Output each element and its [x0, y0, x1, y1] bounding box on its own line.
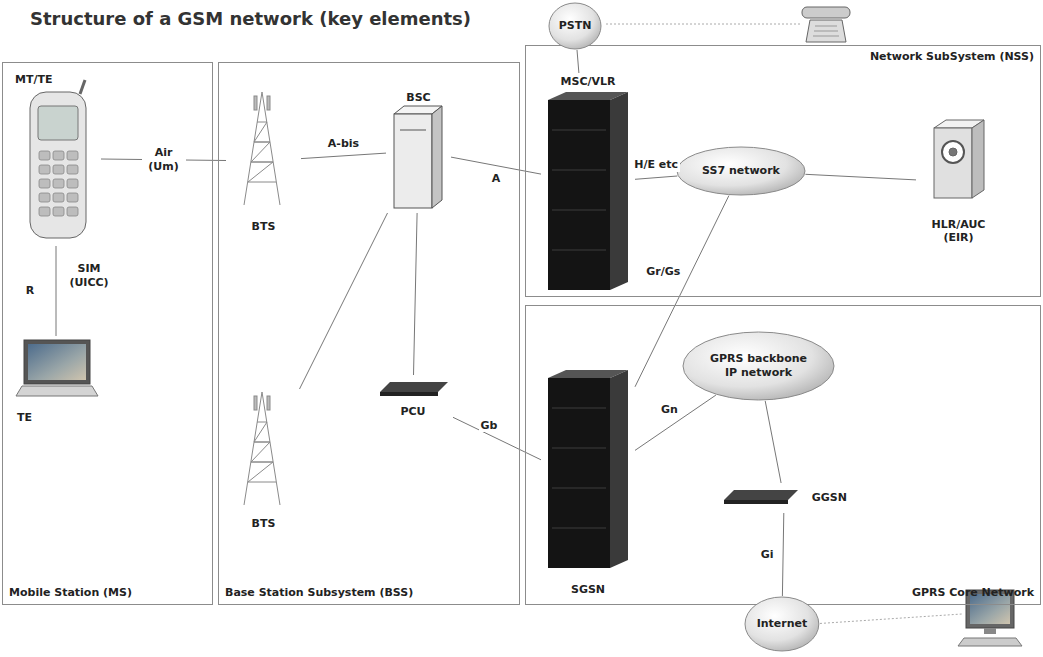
mobile-terminal: MT/TE [11, 71, 101, 246]
node-label: Internet [757, 617, 808, 631]
interface-label: A-bis [326, 137, 361, 151]
interface-label: Gi [759, 548, 776, 562]
leader-line [812, 614, 962, 624]
ellipse-shape [549, 3, 601, 49]
subsystem-band: Mobile Station (MS) MT/TE TE [2, 62, 213, 605]
terminal-equipment: TE [11, 336, 101, 429]
node-label: GPRS backbone IP network [704, 352, 814, 380]
node-label: Mobile Station (MS) [9, 586, 132, 600]
interface-label: Air (Um) [142, 146, 186, 174]
node-label: SS7 network [702, 164, 780, 178]
gateway-node: GGSN [719, 483, 849, 513]
subsystem-band: Network SubSystem (NSS) MSC/VLR SS7 networ… [525, 45, 1041, 297]
connector [453, 417, 541, 460]
subsystem-band: GPRS Core Network SGSN GPRS backbone IP ne… [525, 305, 1041, 605]
component-label: SIM (UICC) [64, 262, 114, 290]
base-transceiver-station: BTS [226, 389, 301, 533]
register-server: HLR/AUC (EIR) [916, 117, 1001, 247]
controller-cabinet-icon [394, 106, 442, 208]
interface-label: Gr/Gs [644, 265, 682, 279]
node-label: SGSN [571, 583, 605, 597]
node-label: PSTN [559, 19, 592, 33]
interface-label: A [490, 172, 503, 186]
telephone-icon [802, 7, 850, 42]
network-cloud: SS7 network [676, 146, 806, 196]
node-label: Network SubSystem (NSS) [870, 50, 1034, 64]
node-label: TE [17, 411, 32, 425]
connector [635, 176, 677, 179]
ellipse-shape [677, 147, 805, 195]
subsystem-band: Base Station Subsystem (BSS) BTS BTS BSC PCU [218, 62, 520, 605]
diagram-title: Structure of a GSM network (key elements… [30, 8, 471, 29]
node-label: HLR/AUC (EIR) [923, 218, 995, 246]
mobile-phone-icon [30, 80, 86, 238]
pcu-device-icon [380, 382, 448, 396]
node-label: GPRS Core Network [912, 586, 1034, 600]
node-label: PCU [400, 405, 425, 419]
server-rack-icon [548, 92, 628, 290]
interface-label: Gb [479, 419, 500, 433]
connector [635, 395, 716, 450]
gateway-device-icon [724, 490, 798, 504]
connector [805, 174, 916, 180]
node-label: GGSN [812, 491, 847, 505]
connector [300, 213, 388, 389]
network-cloud: Internet [744, 596, 820, 652]
connector [765, 401, 781, 483]
packet-control-unit: PCU [373, 375, 453, 421]
ellipse-shape [745, 597, 819, 651]
node-label: BTS [252, 517, 276, 531]
support-node: SGSN [541, 366, 635, 599]
switching-center: MSC/VLR [541, 73, 635, 293]
register-server-icon [934, 120, 984, 198]
ellipse-shape [683, 332, 834, 400]
leader-line [606, 24, 800, 25]
antenna-tower-icon [244, 92, 280, 205]
network-cloud: GPRS backbone IP network [682, 331, 835, 401]
base-station-controller: BSC [386, 89, 451, 213]
node-label: MT/TE [15, 73, 53, 87]
connector [301, 153, 386, 159]
interface-label: Gn [659, 403, 680, 417]
node-label: MSC/VLR [561, 75, 616, 89]
node-label: Base Station Subsystem (BSS) [225, 586, 413, 600]
network-cloud: PSTN [548, 2, 602, 50]
server-rack-icon [548, 370, 628, 568]
node-label: BSC [406, 91, 430, 105]
interface-label: R [24, 284, 36, 298]
base-transceiver-station: BTS [226, 86, 301, 236]
connector [782, 513, 783, 596]
connector [56, 246, 57, 336]
connector [414, 213, 418, 375]
interface-label: H/E etc [632, 158, 680, 172]
laptop-icon [16, 340, 98, 396]
antenna-tower-icon [244, 392, 280, 505]
node-label: BTS [252, 220, 276, 234]
connector [577, 50, 579, 73]
